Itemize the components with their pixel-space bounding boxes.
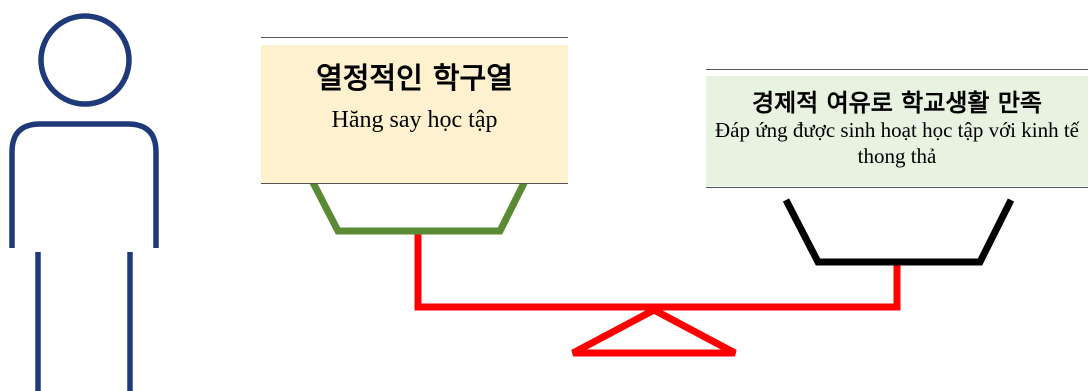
left-label-title: 열정적인 학구열 [316, 61, 513, 95]
scale-right-pan [782, 198, 1015, 266]
left-label-top-rule [261, 37, 568, 38]
scale-left-pan [302, 167, 535, 235]
right-label-background [706, 76, 1088, 186]
right-label-bottom-rule [706, 187, 1088, 188]
left-pan-label: 열정적인 학구열 Hăng say học tập [261, 37, 568, 185]
person-torso [9, 121, 159, 248]
left-label-subtitle: Hăng say học tập [331, 107, 498, 133]
scale-fulcrum [571, 306, 737, 357]
right-label-title: 경제적 여유로 학교생활 만족 [751, 89, 1043, 117]
right-label-subtitle: Đáp ứng được sinh hoạt học tập với kinh … [715, 118, 1079, 168]
seesaw-scale-icon [302, 167, 1015, 357]
left-label-background [261, 45, 568, 183]
person-head [38, 13, 132, 107]
person-outline-icon [9, 13, 159, 391]
right-label-top-rule [706, 69, 1088, 70]
scale-beam [414, 229, 901, 311]
right-pan-label: 경제적 여유로 학교생활 만족 Đáp ứng được sinh hoạt h… [706, 69, 1088, 189]
left-label-bottom-rule [261, 183, 568, 184]
